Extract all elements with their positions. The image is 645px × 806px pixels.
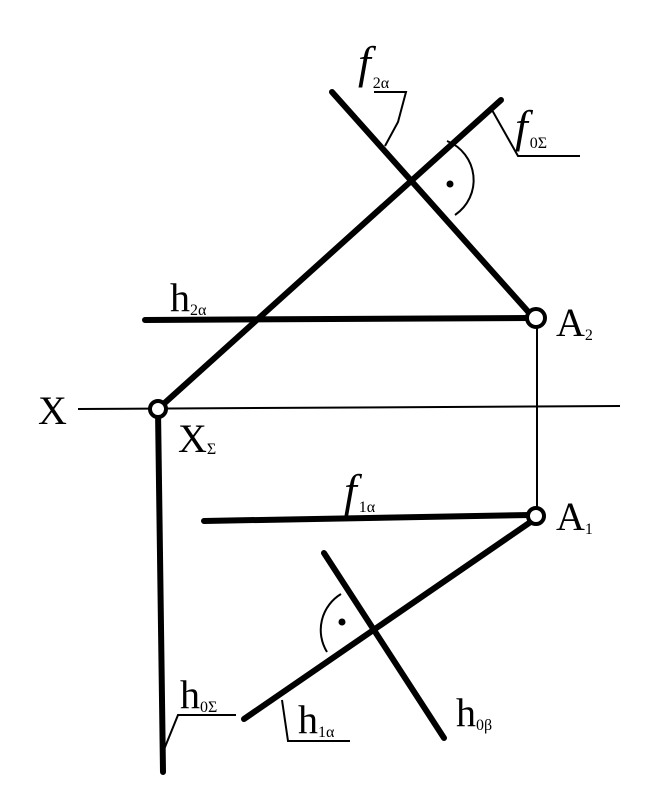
right-angle-dot-upper [446,180,454,188]
x-axis-line [77,405,621,410]
label-h0-sigma: h0Σ [180,672,217,717]
point-a1 [526,506,546,526]
frontal-f1-alpha [201,512,533,524]
label-a1: A1 [556,494,593,539]
point-a2 [525,307,547,329]
horizontal-h2-alpha [142,315,533,323]
right-angle-arc-upper [446,140,475,216]
label-x: X [38,388,67,433]
label-a2: A2 [556,300,593,345]
horizontal-h1-alpha [241,518,535,722]
label-h0-beta: h0β [456,690,492,735]
trace-h0-beta [321,550,447,741]
trace-h0-sigma [155,407,166,775]
leader-f0s [491,109,580,157]
frontal-f2-alpha [329,89,535,319]
label-h2-alpha: h2α [170,275,207,320]
point-x-sigma [148,399,168,419]
label-h1-alpha: h1α [298,697,335,742]
label-x-sigma: XΣ [178,416,216,461]
leader-h0s [162,714,236,753]
right-angle-dot-lower [338,618,346,626]
right-angle-arc-lower [319,593,342,653]
trace-f0-sigma [155,97,504,412]
leader-f2a [374,91,408,147]
leader-h1a [281,699,350,742]
